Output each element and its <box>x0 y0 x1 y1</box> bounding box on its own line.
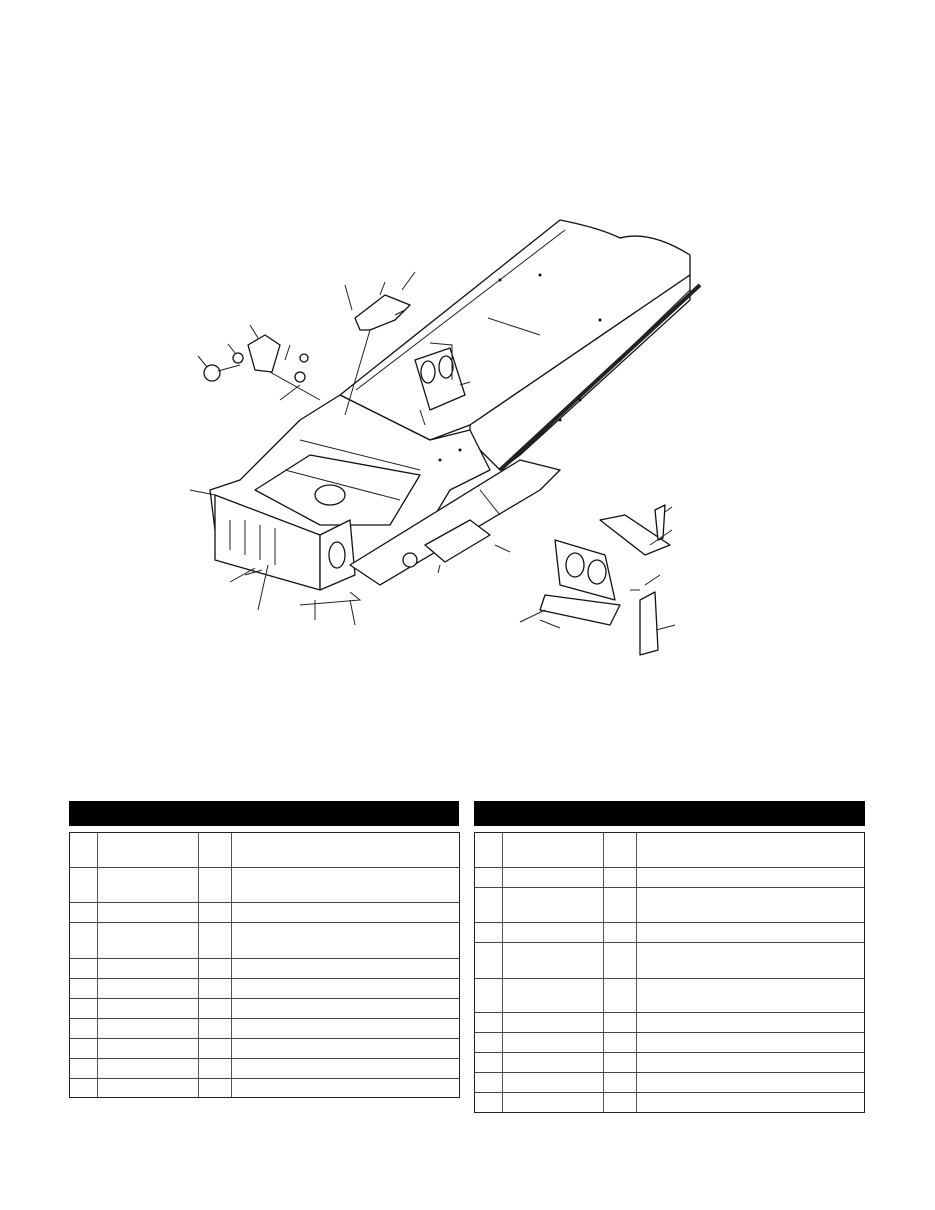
column-divider <box>502 833 503 1112</box>
row-divider <box>70 922 459 923</box>
left-table-header <box>69 801 459 826</box>
right-table-header <box>474 801 865 826</box>
rivet-holes <box>438 273 622 462</box>
loose-parts <box>189 489 511 626</box>
row-divider <box>70 1018 459 1019</box>
row-divider <box>475 978 864 979</box>
row-divider <box>70 1078 459 1079</box>
tunnel-plate <box>414 317 541 426</box>
row-divider <box>70 902 459 903</box>
upper-bracket <box>344 271 416 416</box>
row-divider <box>475 1012 864 1013</box>
row-divider <box>70 998 459 999</box>
left-parts-table <box>69 832 460 1098</box>
row-divider <box>70 867 459 868</box>
row-divider <box>475 1072 864 1073</box>
row-divider <box>70 1058 459 1059</box>
row-divider <box>475 867 864 868</box>
row-divider <box>475 1052 864 1053</box>
row-divider <box>475 887 864 888</box>
column-divider <box>231 833 232 1097</box>
row-divider <box>475 1032 864 1033</box>
column-divider <box>97 833 98 1097</box>
row-divider <box>475 942 864 943</box>
row-divider <box>475 1092 864 1093</box>
chassis-exploded-diagram <box>189 219 702 656</box>
right-parts-table <box>474 832 865 1113</box>
row-divider <box>70 958 459 959</box>
row-divider <box>70 978 459 979</box>
steering-mount-parts <box>197 324 321 401</box>
side-rail <box>349 459 561 586</box>
column-divider <box>636 833 637 1112</box>
rear-components <box>519 504 676 656</box>
row-divider <box>70 1038 459 1039</box>
column-divider <box>198 833 199 1097</box>
column-divider <box>603 833 604 1112</box>
row-divider <box>475 922 864 923</box>
